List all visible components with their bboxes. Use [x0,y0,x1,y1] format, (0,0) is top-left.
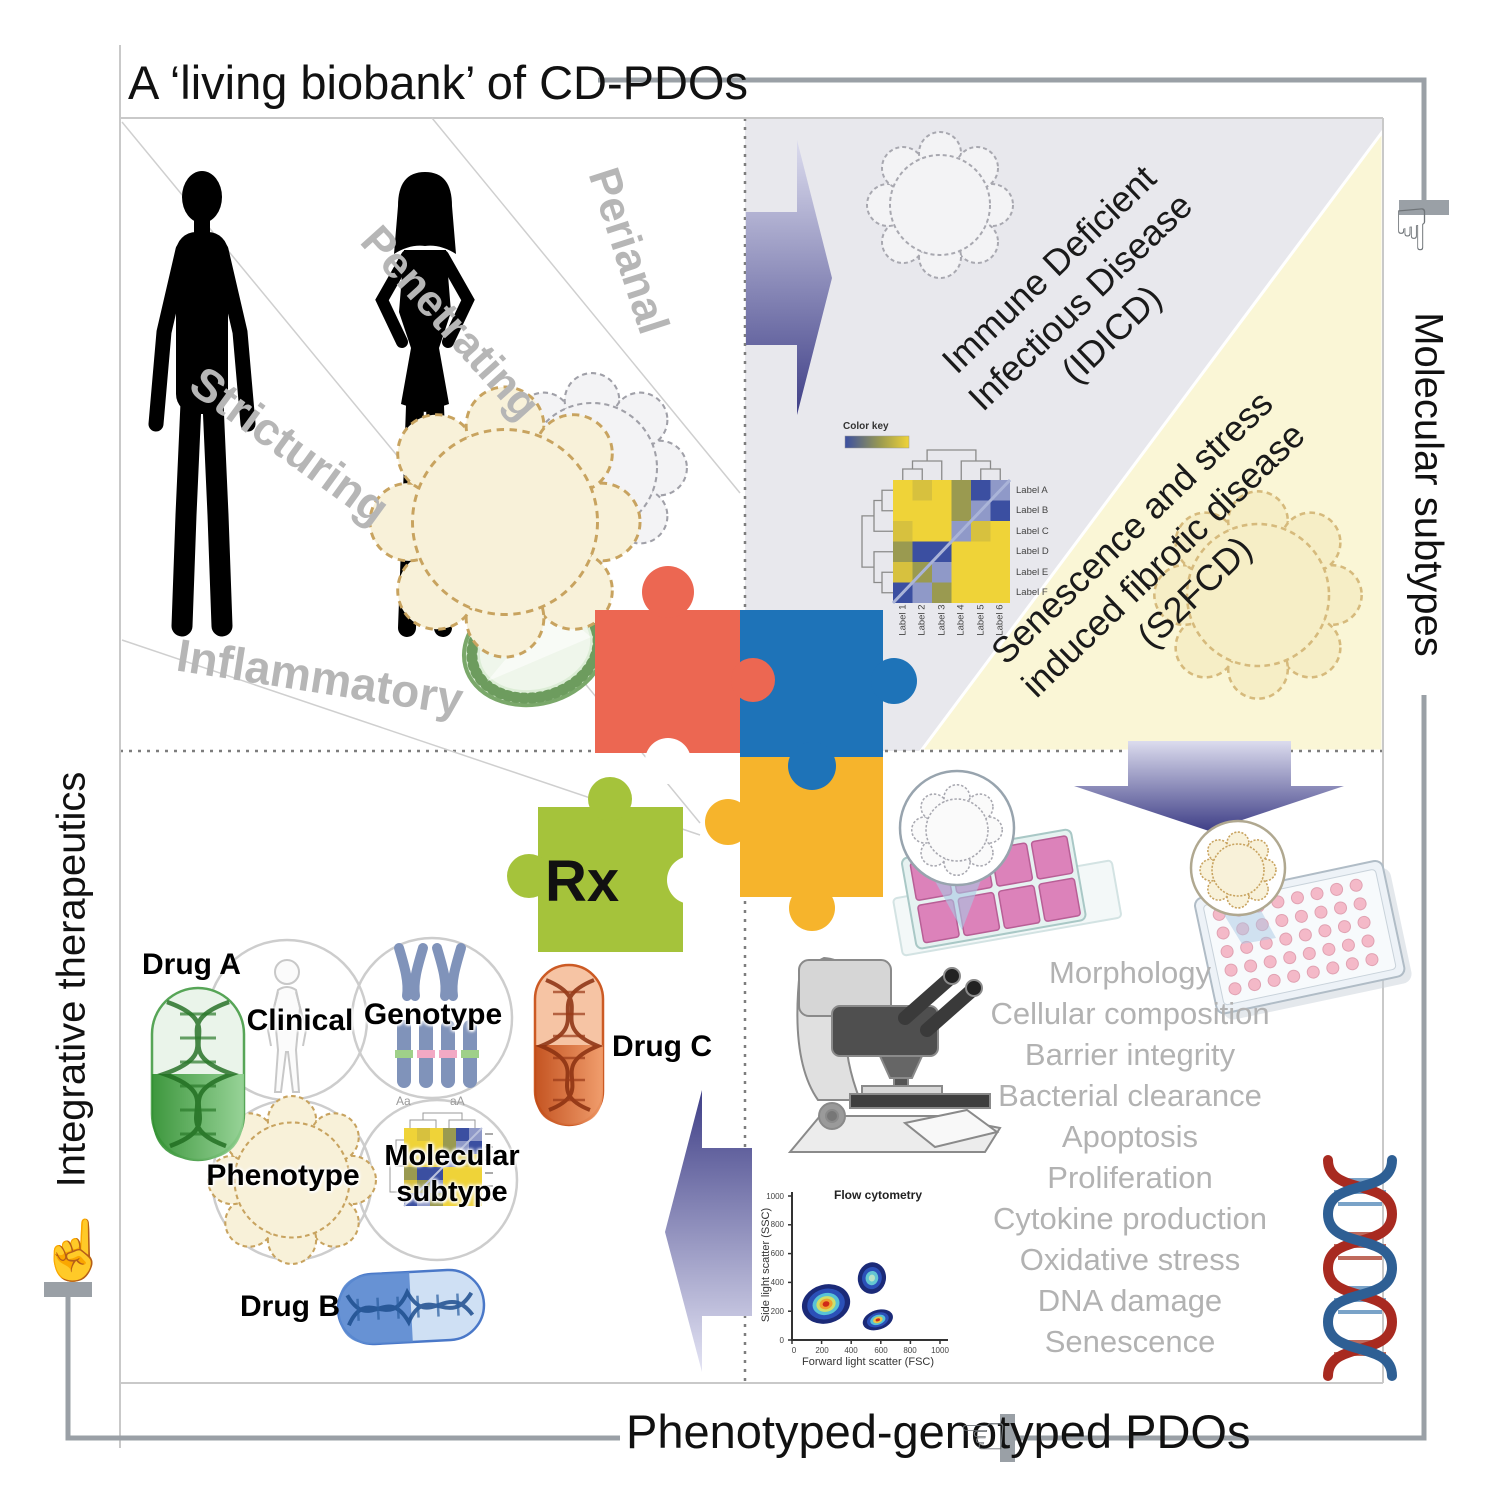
flow-y-tick: 800 [770,1220,784,1229]
venn-label-clinical: Clinical [246,1004,354,1037]
page-title: A ‘living biobank’ of CD-PDOs [128,56,748,109]
assay-item: Bacterial clearance [998,1078,1262,1113]
venn-label-phenotype: Phenotype [206,1159,360,1192]
mini-heatmap-label-ticks [485,1133,493,1200]
drug-b-label: Drug B [240,1290,340,1323]
flow-y-tick: 400 [770,1278,784,1287]
hand-pointing-left-icon: ☜ [958,1404,1009,1467]
assay-item: Cytokine production [993,1201,1267,1236]
allele-label: aA [450,1094,465,1108]
heatmap-col-label: Label 1 [897,604,909,636]
venn-label-molecular-subtype: Molecular subtype [384,1140,520,1208]
color-key-bar [844,435,910,449]
heatmap-col-label: Label 4 [955,604,967,636]
puzzle-green-rx-piece [507,777,715,952]
assay-item: Morphology [1049,955,1211,990]
flow-x-tick: 600 [874,1346,888,1355]
clinical-body-icon [266,959,308,1093]
drug-a-capsule-icon [150,986,246,1162]
flow-plot-title: Flow cytometry [833,1188,923,1202]
flow-x-tick: 1000 [931,1346,949,1355]
arrow-right-icon [746,140,832,415]
assay-item: DNA damage [1037,1283,1223,1318]
flow-y-tick: 0 [779,1336,784,1345]
bottom-title: Phenotyped-genotyped PDOs [626,1405,1251,1458]
assay-item: Oxidative stress [1019,1242,1241,1277]
arrow-down-icon [1074,741,1344,831]
heatmap-col-label: Label 2 [916,604,928,636]
arrow-left-icon [665,1090,752,1372]
drug-b-capsule-icon [336,1268,486,1346]
male-silhouette [148,171,256,637]
assay-item: Cellular composition [990,996,1270,1031]
flow-y-tick: 1000 [766,1192,784,1201]
heatmap-row-label: Label C [1016,526,1049,537]
flow-cytometry-plot [788,1192,948,1344]
heatmap-row-label: Label A [1016,485,1048,496]
assay-item: Apoptosis [1061,1119,1199,1154]
chromosomes-icon [394,943,479,1088]
drug-c-capsule-icon [533,963,605,1127]
hand-pointing-down-icon: ☟ [1394,198,1430,263]
mini-heatmap-antidiagonal [403,1127,483,1207]
assay-list: Morphology Cellular composition Barrier … [930,952,1330,1362]
heatmap-col-label: Label 3 [936,604,948,636]
venn-label-genotype: Genotype [363,998,503,1031]
flow-y-tick: 600 [770,1249,784,1258]
dna-helix-icon [1322,1155,1398,1381]
puzzle-yellow-piece [705,757,883,931]
hand-cuffs [44,200,1449,1462]
flow-x-axis-label: Forward light scatter (FSC) [801,1356,935,1368]
flow-x-tick: 200 [815,1346,829,1355]
flow-x-tick: 800 [903,1346,917,1355]
puzzle-red-piece [595,566,775,784]
flow-x-tick: 400 [844,1346,858,1355]
mini-heatmap-dendrograms [389,1112,476,1193]
heatmap-col-label: Label 5 [975,604,987,636]
idicd-organoid-icon [866,131,1014,279]
right-axis-title: Molecular subtypes [1406,312,1451,657]
assay-item: Senescence [1044,1324,1216,1359]
heatmap-col-label: Label 6 [994,604,1006,636]
heatmap-row-label: Label E [1016,567,1049,578]
flow-x-tick: 0 [791,1346,797,1355]
heatmap-dendrogram-left [861,489,893,594]
magnifier-beam-left [930,872,984,930]
allele-label: Aa [396,1094,411,1108]
assay-item: Proliferation [1047,1160,1213,1195]
flow-y-tick: 200 [770,1307,784,1316]
magnified-organoid-left-icon [910,783,1004,877]
drug-c-label: Drug C [612,1030,712,1063]
heatmap-dendrogram-top [902,449,1001,480]
corner-connector-lines [65,77,1427,1441]
magnified-organoid-right-icon [1199,831,1277,909]
heatmap-row-label: Label F [1016,587,1048,598]
heatmap-row-label: Label D [1016,546,1049,557]
heatmap-antidiagonal [891,478,1012,605]
color-key-label: Color key [843,421,889,432]
heatmap-row-label: Label B [1016,505,1049,516]
drug-a-label: Drug A [142,948,241,981]
microscope-icon [787,956,1002,1153]
left-axis-title: Integrative therapeutics [49,771,94,1188]
assay-item: Barrier integrity [1024,1037,1236,1072]
hand-pointing-up-icon: ☝ [38,1218,111,1283]
rx-label: Rx [545,849,620,914]
